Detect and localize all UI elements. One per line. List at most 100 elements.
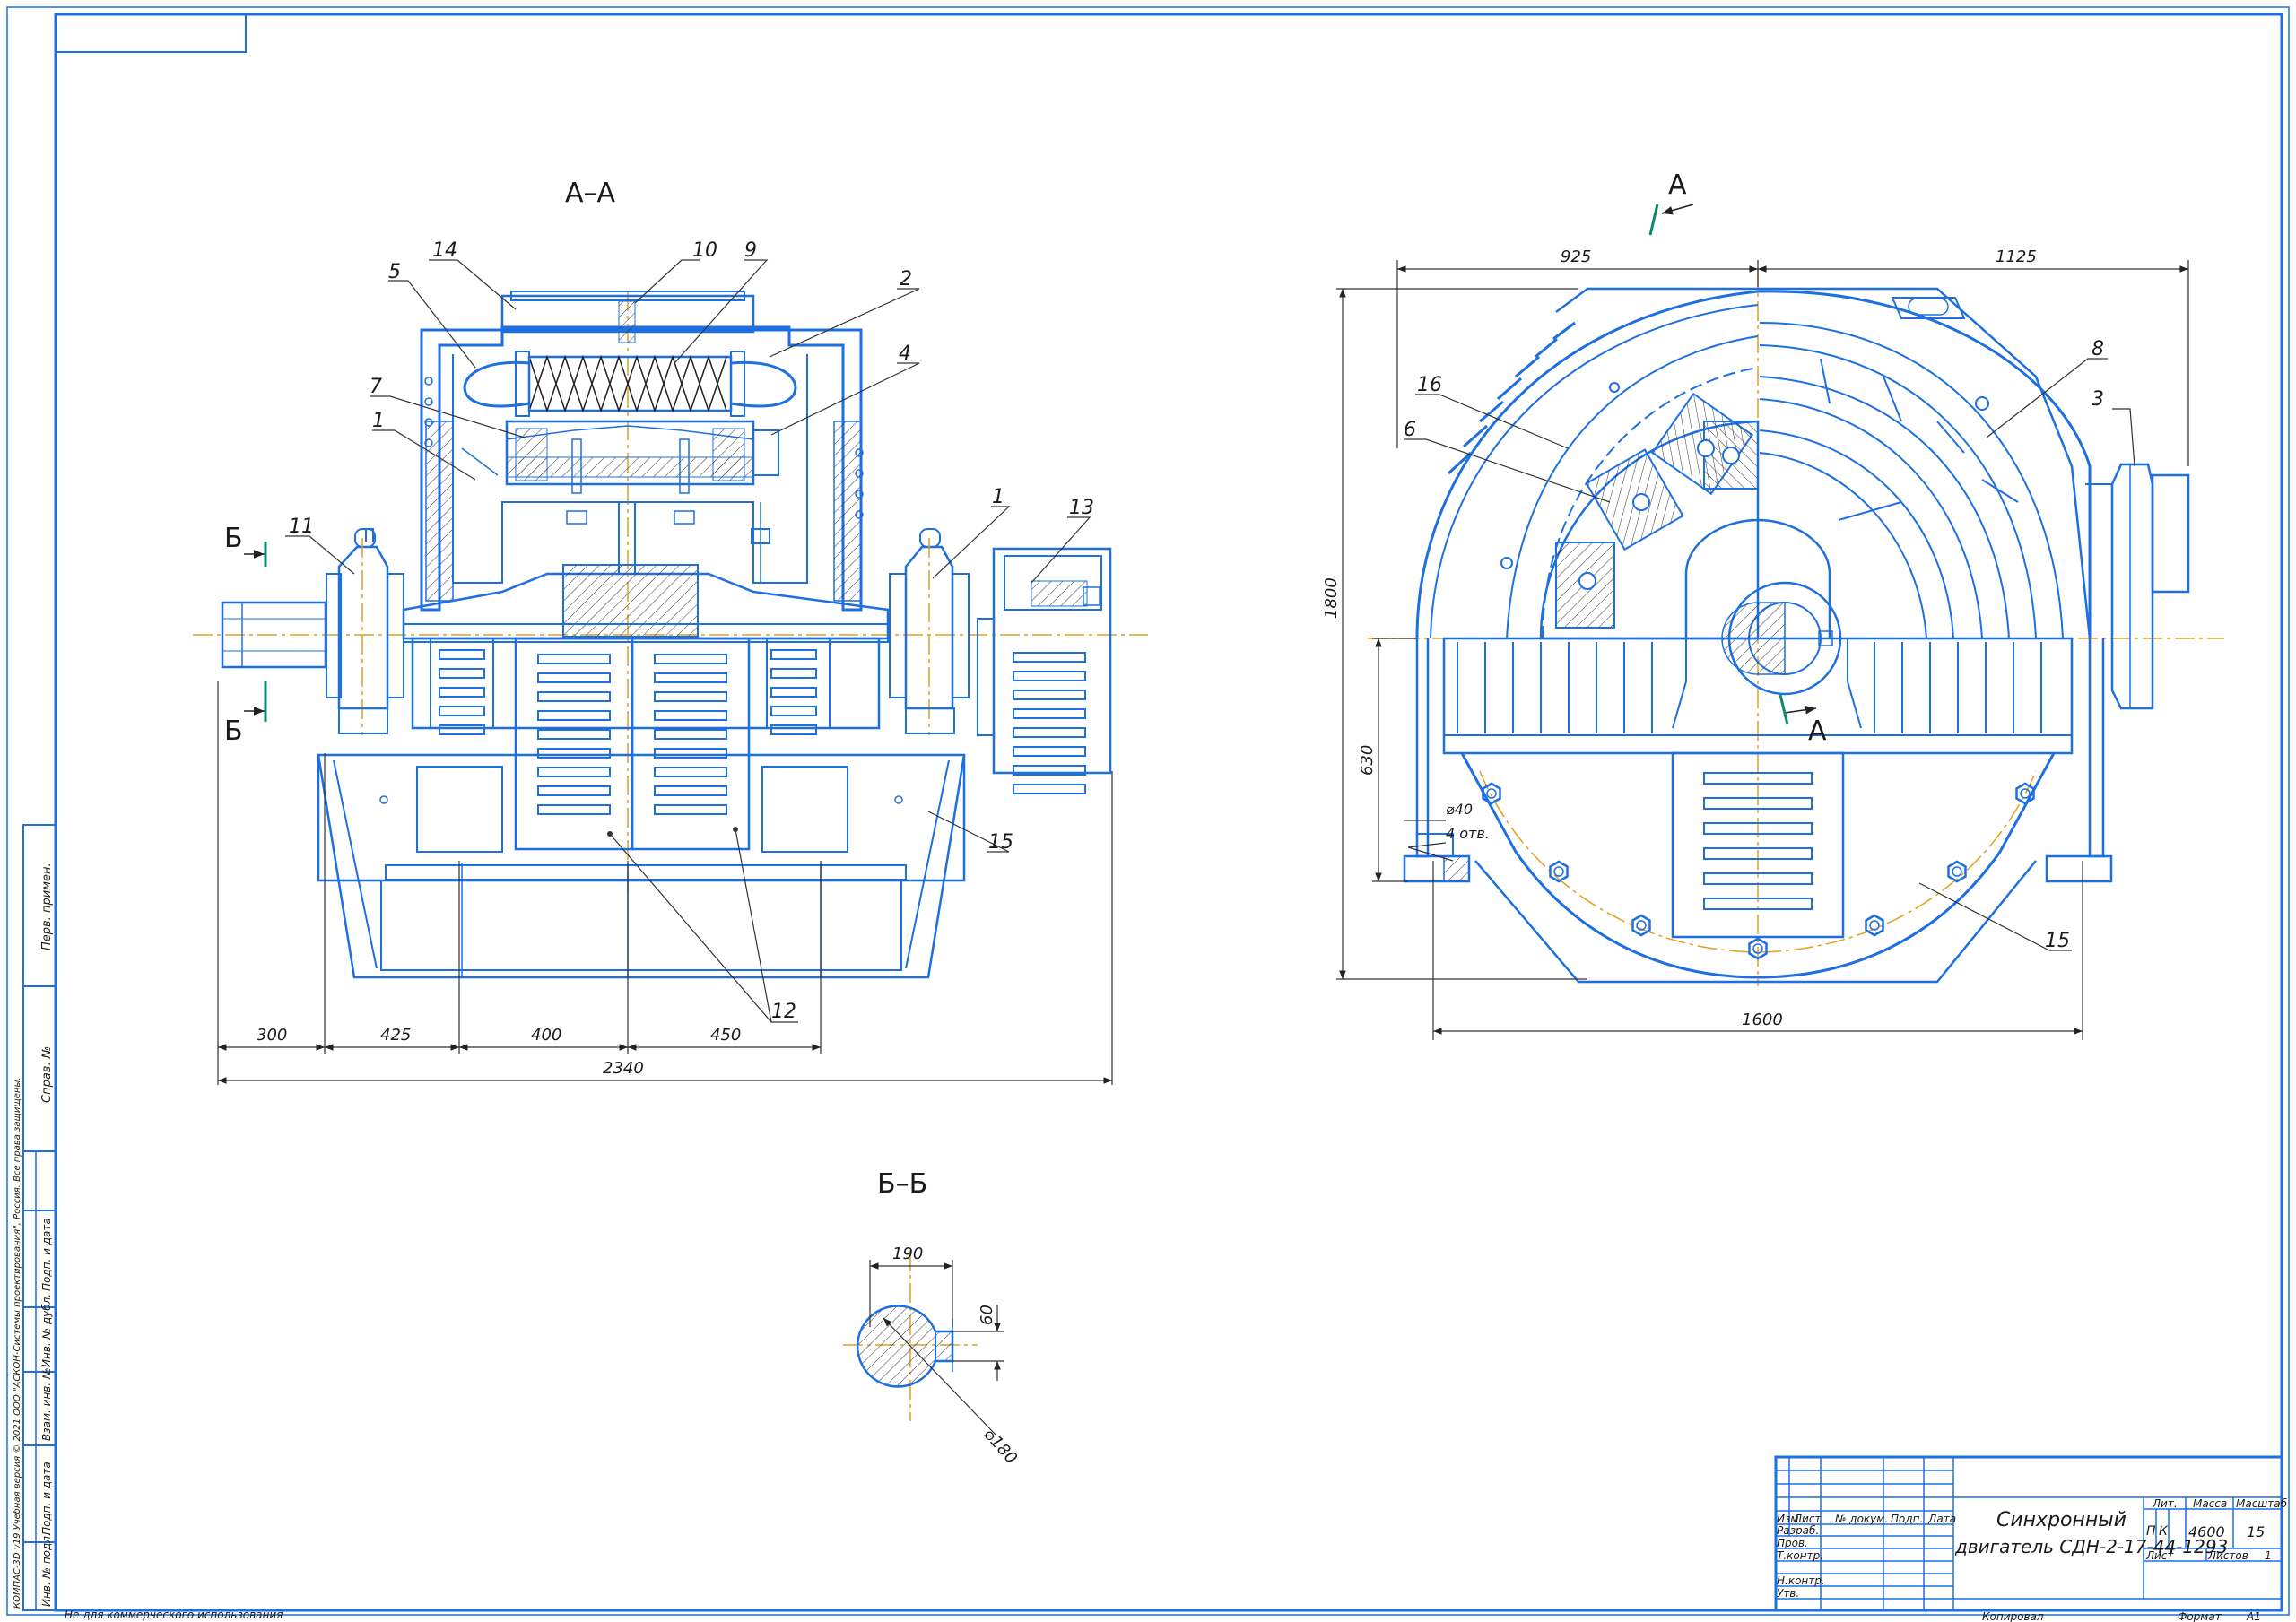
vent-slat [537,654,611,664]
stamp-podp-data-1: Подп. и дата [40,1218,53,1291]
hex-bolt-hole [2020,788,2031,799]
callout-2: 2 [900,268,912,291]
grille-slat [1703,898,1813,910]
dim-dia180: ⌀180 [979,1425,1021,1468]
vent-holes-right [855,448,864,519]
hex-bolt [1631,914,1651,937]
vent-slat [654,654,727,664]
tb-listov-value: 1 [2265,1549,2272,1562]
hex-bolt-hole [1636,920,1647,931]
vent-slat [537,710,611,721]
vent-slat [1013,690,1086,700]
callout-1-left: 1 [372,410,385,432]
vent-slat [1013,671,1086,681]
hex-bolt [2015,782,2035,805]
dim-60: 60 [978,1305,996,1325]
tb-razrab: Разраб. [1777,1524,1819,1537]
cut-letter-a-bottom: А [1808,716,1827,747]
grille-slat [1703,822,1813,835]
cut-marker-b-top: Б [224,523,267,567]
callout-14: 14 [432,239,457,262]
vent-slat [439,668,485,679]
dim-190: 190 [892,1245,923,1263]
hex-bolts [1482,782,2035,960]
vent-slat [537,672,611,683]
vent-slat [537,691,611,702]
tb-lit-k: К [2159,1524,2169,1539]
vent-slat [770,668,817,679]
hex-bolt-hole [1952,866,1962,877]
stamp-inv-podl: Инв. № подл. [40,1532,53,1607]
cut-marker-a-bottom: А [1779,694,1827,747]
vent-slat [654,729,727,740]
callout-1-right: 1 [992,486,1004,508]
cut-letter-b-top: Б [224,523,243,554]
stamp-vzam-inv: Взам. инв. № [40,1368,53,1441]
dim-1800: 1800 [1322,577,1341,619]
vent-slat [537,767,611,777]
callout-9: 9 [744,239,757,262]
front-ribs [1759,322,2064,639]
grille-slat [1703,872,1813,885]
cut-marker-b-bottom: Б [224,681,267,747]
vent-slat [654,748,727,759]
stamp-podp-data-2: Подп. и дата [40,1462,53,1535]
tb-massa: Масса [2193,1497,2227,1510]
tb-prov: Пров. [1777,1537,1808,1549]
callout-12: 12 [771,1001,796,1023]
cut-marker-a-top: А [1648,169,1694,236]
hex-bolt [1482,782,1501,805]
dim-630: 630 [1358,745,1377,776]
view-title-aa: А–А [565,178,616,209]
hex-bolt-hole [1752,943,1763,954]
callout-13: 13 [1069,497,1094,519]
vent-slat [654,672,727,683]
callout-11: 11 [289,516,314,538]
callout-4: 4 [899,343,911,365]
hex-bolt-hole [1486,788,1497,799]
grille-slat [1703,847,1813,860]
view-title-bb: Б–Б [877,1168,927,1200]
vent-slat [537,785,611,796]
vent-slat [654,691,727,702]
tb-mass-value: 4600 [2188,1523,2225,1540]
callout-5: 5 [388,261,401,283]
section-bb-view: 190 60 ⌀180 [843,1245,1021,1468]
tb-col-izm: Изм. [1777,1513,1802,1525]
vent-slat [1013,784,1086,794]
hex-bolt [1947,860,1967,883]
front-vertical-ribs [1457,642,2042,733]
callout-16: 16 [1417,374,1442,396]
hex-bolt-hole [1869,920,1880,931]
callout-3: 3 [2092,388,2104,411]
grille-slat [1703,772,1813,785]
vent-slat [770,687,817,698]
tb-format-value: А1 [2246,1610,2261,1622]
vent-slat [654,804,727,815]
aa-callouts: 14 10 9 5 2 4 7 1 11 1 13 15 12 [285,239,1094,1023]
vent-slat [439,706,485,716]
front-louvers [1447,321,1576,475]
stamp-inv-dubl: Инв. № дубл. [40,1294,53,1367]
callout-15-aa: 15 [988,831,1013,854]
title-block: Изм. Лист № докум. Подп. Дата Разраб. Пр… [1774,1455,2288,1622]
tb-tkontr: Т.контр. [1777,1549,1823,1562]
tb-masshtab: Масштаб [2236,1497,2288,1510]
front-callouts: 16 6 8 3 15 [1404,338,2135,952]
tb-list-label: Лист [2145,1549,2174,1562]
tb-kopiroval: Копировал [1982,1610,2044,1622]
dim-400: 400 [531,1026,561,1045]
vent-slat [537,748,611,759]
vent-slat [439,687,485,698]
cut-letter-a-top: А [1668,169,1687,201]
tb-scale-value: 15 [2247,1523,2265,1540]
hex-bolt-hole [1553,866,1564,877]
vent-slat [1013,652,1086,663]
dim-925: 925 [1561,247,1591,266]
tb-title-line2: двигатель СДН-2-17-44-1293 [1954,1536,2228,1557]
front-grille-slats [1703,772,1813,910]
dim-dia40: ⌀40 [1446,801,1473,818]
software-notice: КОМПАС-3D v19 Учебная версия © 2021 ООО … [12,1077,22,1609]
vent-slat [1013,708,1086,719]
